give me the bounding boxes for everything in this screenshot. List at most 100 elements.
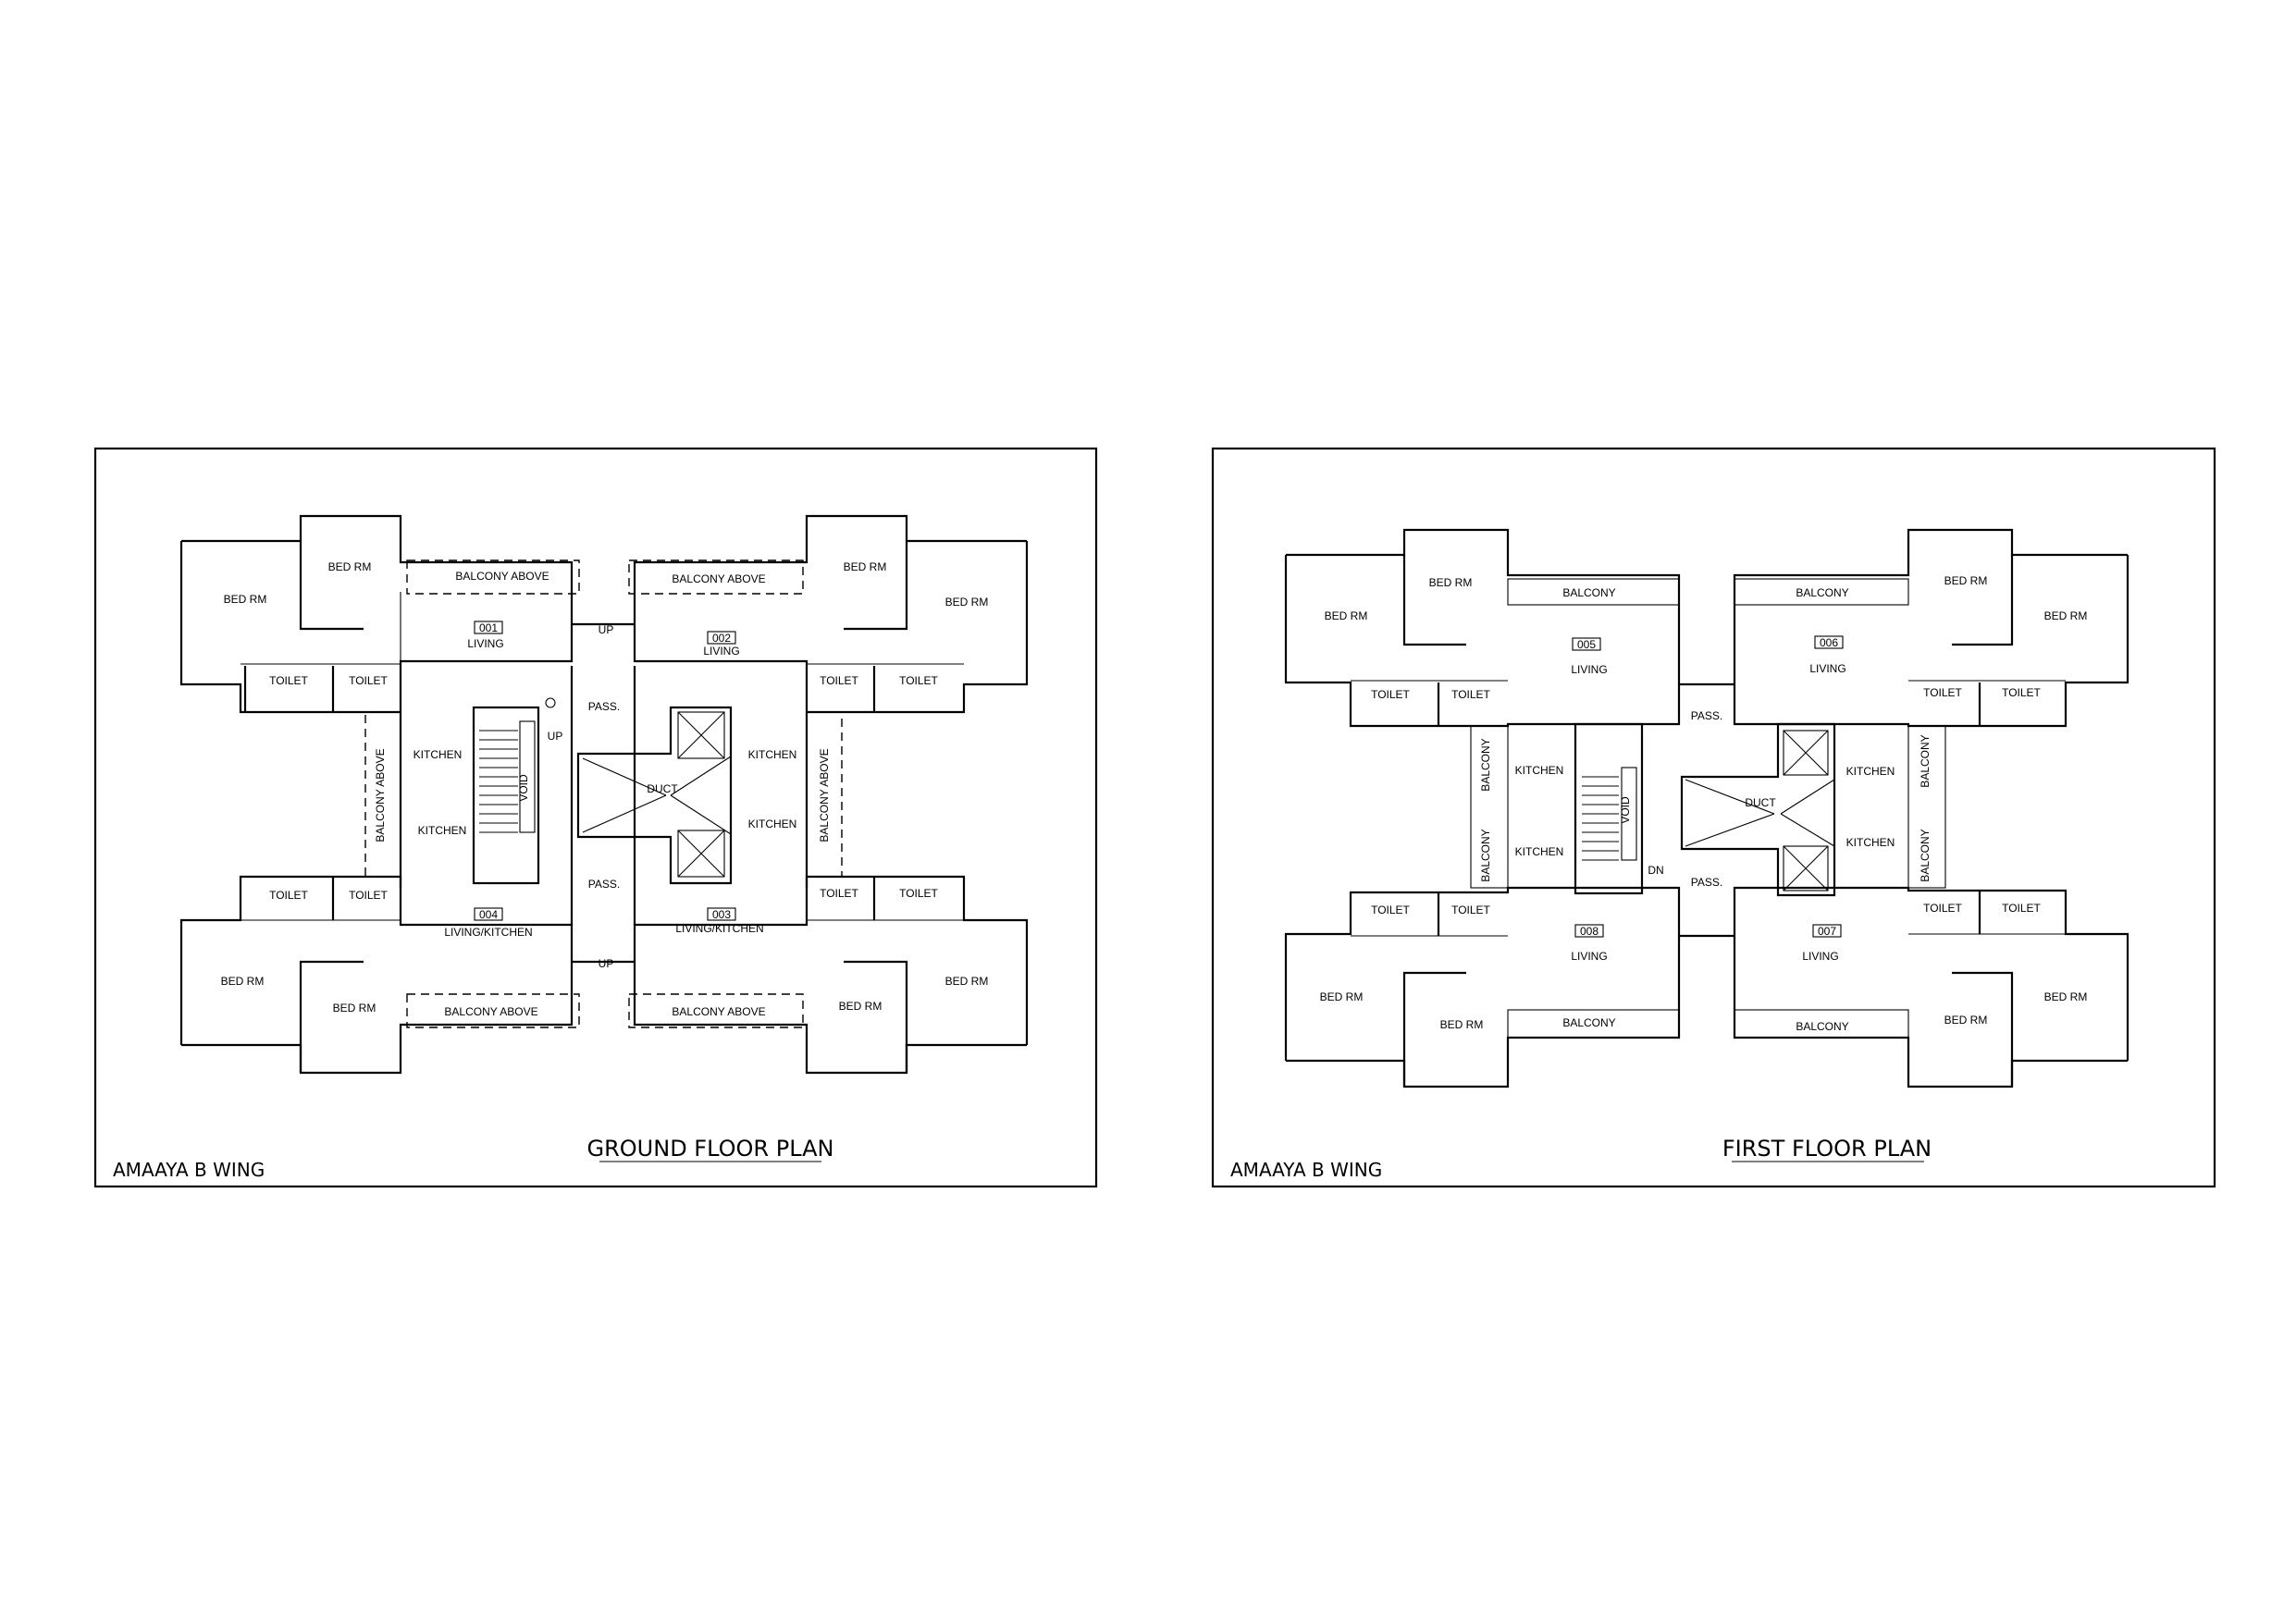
balcony-left <box>1470 725 1509 889</box>
room-label: BALCONY ABOVE <box>672 572 765 585</box>
room-label: TOILET <box>820 674 858 687</box>
room-label: TOILET <box>1371 904 1410 916</box>
unit-outline <box>179 875 574 1075</box>
first-floor-sheet: BED RM BED RM BALCONY 005 LIVING TOILET … <box>1211 447 2216 1188</box>
room-label: BALCONY <box>1796 586 1848 599</box>
ground-floor-sheet: BED RM BED RM BALCONY ABOVE 001 LIVING T… <box>93 447 1098 1188</box>
balcony-above <box>406 993 580 1028</box>
unit-number: 001 <box>479 621 498 634</box>
room-label: BED RM <box>839 1000 883 1013</box>
room-label: LIVING <box>1571 950 1607 963</box>
room-label: BED RM <box>945 975 989 988</box>
balcony-above <box>628 559 804 595</box>
room-label: BALCONY <box>1796 1020 1848 1033</box>
room-label: KITCHEN <box>1846 836 1895 849</box>
room-label: BED RM <box>945 596 989 609</box>
room-label: BALCONY <box>1919 829 1932 881</box>
unit-number: 007 <box>1818 925 1836 938</box>
room-label: TOILET <box>1451 688 1490 701</box>
room-label: LIVING <box>703 645 739 658</box>
balcony-above-left <box>364 711 401 878</box>
balcony-right <box>1907 725 1946 889</box>
unit-number: 003 <box>712 908 731 921</box>
balcony <box>1507 578 1680 606</box>
unit-outline <box>179 514 574 714</box>
room-label: TOILET <box>899 887 938 900</box>
unit-outline <box>1284 886 1681 1088</box>
room-label: LIVING <box>1802 950 1838 963</box>
sheet-border <box>1211 447 2216 1188</box>
room-label: KITCHEN <box>1515 764 1564 777</box>
room-label: TOILET <box>1923 902 1962 915</box>
room-label: PASS. <box>1691 709 1722 722</box>
room-label: TOILET <box>269 889 308 902</box>
room-label: BED RM <box>1440 1018 1484 1031</box>
wing-label: AMAAYA B WING <box>1230 1159 1382 1181</box>
room-label: BED RM <box>1325 609 1368 622</box>
room-label: BALCONY <box>1919 734 1932 787</box>
room-label: BED RM <box>328 560 372 573</box>
room-label: BED RM <box>1944 574 1988 587</box>
room-label: TOILET <box>1451 904 1490 916</box>
unit-outline <box>1733 528 2129 728</box>
unit-number: 002 <box>712 632 731 645</box>
unit-number: 005 <box>1577 638 1596 651</box>
room-label: BED RM <box>333 1002 376 1014</box>
room-label: TOILET <box>1923 686 1962 699</box>
room-label: BED RM <box>2044 990 2088 1003</box>
room-label: BED RM <box>1944 1014 1988 1027</box>
room-label: TOILET <box>269 674 308 687</box>
room-label: TOILET <box>349 889 388 902</box>
duct-label: DUCT <box>1745 796 1776 809</box>
balcony <box>1734 1009 1909 1039</box>
unit-outline <box>1733 886 2129 1088</box>
room-label: TOILET <box>2002 902 2041 915</box>
room-label: KITCHEN <box>418 824 467 837</box>
sheet-title: GROUND FLOOR PLAN <box>587 1136 834 1162</box>
room-label: TOILET <box>820 887 858 900</box>
room-label: LIVING <box>1809 662 1845 675</box>
room-label: KITCHEN <box>748 818 797 830</box>
room-label: BALCONY <box>1562 586 1615 599</box>
void-label: VOID <box>517 774 530 802</box>
room-label: BALCONY ABOVE <box>374 748 387 842</box>
sheet-title: FIRST FLOOR PLAN <box>1722 1136 1932 1162</box>
balcony-above-right <box>806 711 843 878</box>
duct-label: DUCT <box>647 782 678 795</box>
room-label: LIVING/KITCHEN <box>675 922 763 935</box>
room-label: LIVING <box>467 637 503 650</box>
stair-direction: UP <box>599 957 614 970</box>
unit-number: 004 <box>479 908 498 921</box>
room-label: TOILET <box>899 674 938 687</box>
room-label: TOILET <box>1371 688 1410 701</box>
duct <box>1680 722 1836 897</box>
room-label: LIVING <box>1571 663 1607 676</box>
room-label: BALCONY ABOVE <box>444 1005 537 1018</box>
unit-number: 006 <box>1820 636 1838 649</box>
duct <box>576 706 733 885</box>
room-label: PASS. <box>1691 876 1722 889</box>
room-label: BALCONY <box>1479 829 1492 881</box>
balcony-above <box>406 559 580 595</box>
room-label: PASS. <box>588 878 620 891</box>
balcony-above <box>628 993 804 1028</box>
first-floor-labels: BED RM BED RM BALCONY 005 LIVING TOILET … <box>1320 574 2088 1033</box>
room-label: BALCONY <box>1479 738 1492 791</box>
room-label: BALCONY ABOVE <box>455 570 549 583</box>
room-label: BED RM <box>1429 576 1473 589</box>
unit-outline <box>1284 528 1681 728</box>
room-label: BED RM <box>224 593 267 606</box>
room-label: KITCHEN <box>748 748 797 761</box>
staircase <box>472 706 540 885</box>
room-label: KITCHEN <box>414 748 463 761</box>
staircase <box>1574 722 1644 895</box>
room-label: KITCHEN <box>1515 845 1564 858</box>
room-label: BALCONY ABOVE <box>818 748 831 842</box>
room-label: BALCONY <box>1562 1016 1615 1029</box>
room-label: LIVING/KITCHEN <box>444 926 532 939</box>
unit-number: 008 <box>1580 925 1599 938</box>
unit-outline <box>633 514 1029 714</box>
balcony <box>1507 1009 1680 1039</box>
stair-direction: DN <box>1648 864 1663 877</box>
